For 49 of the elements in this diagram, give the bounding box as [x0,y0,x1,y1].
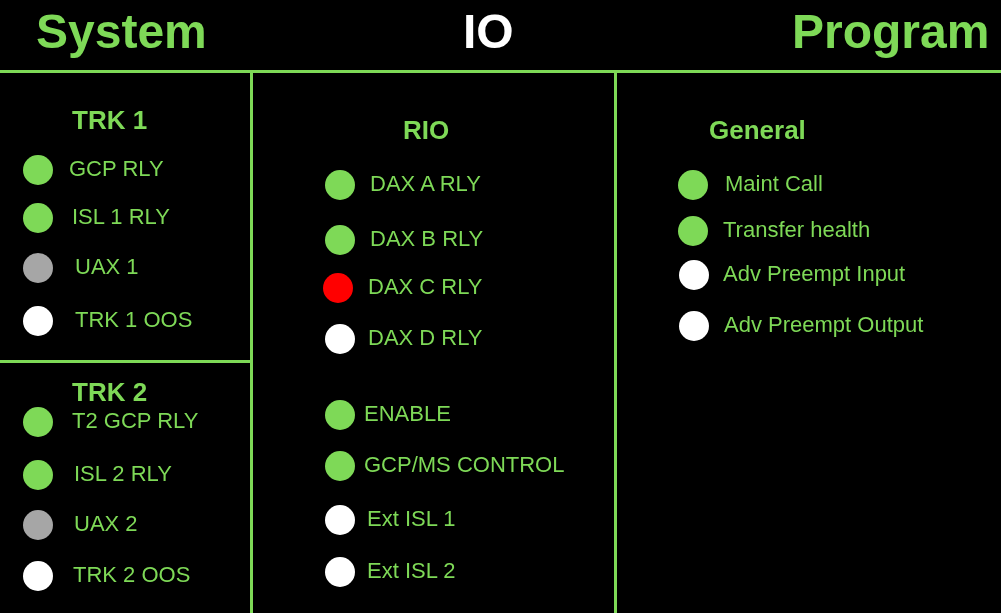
status-light [23,253,53,283]
signal-label: GCP/MS CONTROL [364,452,565,478]
signal-label: T2 GCP RLY [72,408,199,434]
status-light [325,324,355,354]
status-light [23,155,53,185]
status-light [23,203,53,233]
status-panel [253,70,617,613]
status-light [23,510,53,540]
status-light [325,451,355,481]
panel-heading: TRK 1 [72,105,148,135]
panel-heading: RIO [403,115,450,145]
signal-label: ISL 1 RLY [72,204,170,230]
signal-label: Adv Preempt Output [724,312,924,338]
signal-label: Adv Preempt Input [723,261,906,287]
status-light [323,273,353,303]
panel-heading: TRK 2 [72,377,148,407]
panel-heading: General [709,115,806,145]
signal-label: DAX A RLY [370,171,481,197]
status-light [678,170,708,200]
signal-label: UAX 1 [75,254,139,280]
signal-label: DAX B RLY [370,226,484,252]
signal-label: Transfer health [723,217,871,243]
signal-label: Maint Call [725,171,823,197]
signal-label: DAX C RLY [368,274,483,300]
status-light [23,460,53,490]
status-light [325,557,355,587]
status-light [23,561,53,591]
status-light [23,306,53,336]
signal-label: TRK 1 OOS [75,307,193,333]
status-light [679,311,709,341]
status-light [679,260,709,290]
signal-label: DAX D RLY [368,325,483,351]
status-light [325,400,355,430]
header-title: Program [792,4,990,60]
signal-label: ISL 2 RLY [74,461,172,487]
signal-label: UAX 2 [74,511,138,537]
status-light [325,170,355,200]
signal-label: Ext ISL 1 [367,506,456,532]
status-light [325,505,355,535]
header-title: IO [463,4,514,60]
signal-label: Ext ISL 2 [367,558,456,584]
header-title: System [36,4,207,60]
status-light [23,407,53,437]
signal-label: ENABLE [364,401,451,427]
status-panel [0,70,253,363]
signal-label: TRK 2 OOS [73,562,191,588]
status-light [325,225,355,255]
status-light [678,216,708,246]
signal-label: GCP RLY [69,156,164,182]
